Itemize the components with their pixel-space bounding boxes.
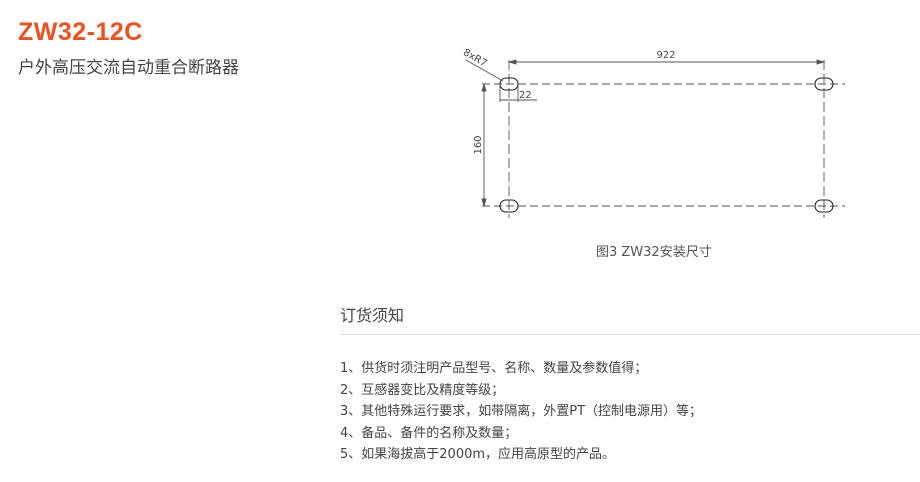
offset-dimension: 22 xyxy=(519,90,532,101)
list-item: 1、供货时须注明产品型号、名称、数量及参数值得； xyxy=(340,361,648,376)
product-name: 户外高压交流自动重合断路器 xyxy=(18,58,239,78)
order-notes-list: 1、供货时须注明产品型号、名称、数量及参数值得； 2、互感器变比及精度等级； 3… xyxy=(340,358,702,466)
order-notes-title: 订货须知 xyxy=(340,306,405,325)
drawing-caption: 图3 ZW32安装尺寸 xyxy=(596,245,712,260)
mounting-hole xyxy=(814,199,834,213)
list-item: 2、互感器变比及精度等级； xyxy=(340,382,505,398)
list-item: 4、备品、备件的名称及数量； xyxy=(340,425,518,441)
hole-label: 8xR7 xyxy=(461,47,489,69)
mounting-hole xyxy=(499,199,519,213)
list-item: 5、如果海拔高于2000m，应用高原型的产品。 xyxy=(340,447,616,463)
divider xyxy=(340,334,920,335)
hole-leader-line xyxy=(465,59,504,82)
width-dimension: 922 xyxy=(656,50,675,61)
list-item: 3、其他特殊运行要求，如带隔离，外置PT（控制电源用）等； xyxy=(340,404,703,420)
product-model: ZW32-12C xyxy=(18,18,143,46)
height-dimension: 160 xyxy=(473,135,484,154)
mounting-hole xyxy=(814,77,834,91)
